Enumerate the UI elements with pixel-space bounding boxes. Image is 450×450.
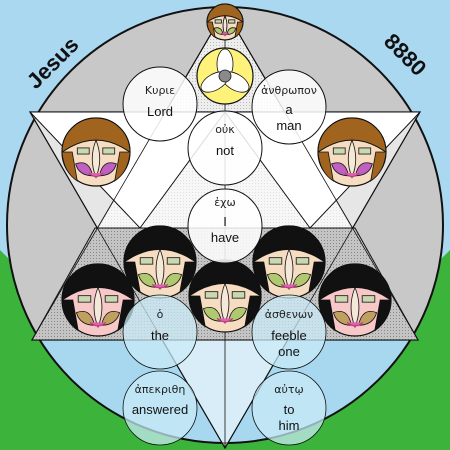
word-bubble-answered: ἀπεκριθη answered [122,370,198,446]
english-word: have [211,230,239,245]
greek-word: αὐτῳ [274,383,303,396]
word-bubble-not: οὐκ not [187,110,263,186]
english-word: Lord [147,104,173,119]
greek-word: οὐκ [215,123,235,136]
english-word: him [279,418,300,433]
face-icon [123,225,197,299]
word-bubble-the: ὁ the [122,294,198,370]
face-icon [318,263,392,337]
face-icon [206,3,244,41]
greek-word: ἀπεκριθη [135,383,186,396]
english-word: a [285,102,293,117]
english-word: man [276,118,301,133]
greek-word: ἀνθρωπον [261,84,317,97]
greek-word: ἀσθενων [265,308,313,321]
english-word: one [278,344,300,359]
english-word: the [151,328,169,343]
greek-word: ἐχω [214,196,236,209]
face-icon [252,225,326,299]
word-bubble-to-him: αὐτῳ to him [251,370,327,446]
face-icon [317,117,387,187]
greek-word: ὁ [157,308,164,321]
english-word: feeble [271,328,306,343]
english-word: to [284,402,295,417]
english-word: not [216,143,234,158]
word-bubble-i-have: ἐχω I have [187,188,263,264]
greek-word: Κυριε [145,84,175,97]
face-icon [61,263,135,337]
face-icon [61,117,131,187]
word-bubble-a-man: ἀνθρωπον a man [251,69,327,145]
word-bubble-feeble-one: ἀσθενων feeble one [251,294,327,370]
word-bubble-lord: Κυριε Lord [122,66,198,142]
english-word: answered [132,402,188,417]
flower-icon [196,47,254,105]
face-icon [188,259,262,333]
english-word: I [223,214,227,229]
